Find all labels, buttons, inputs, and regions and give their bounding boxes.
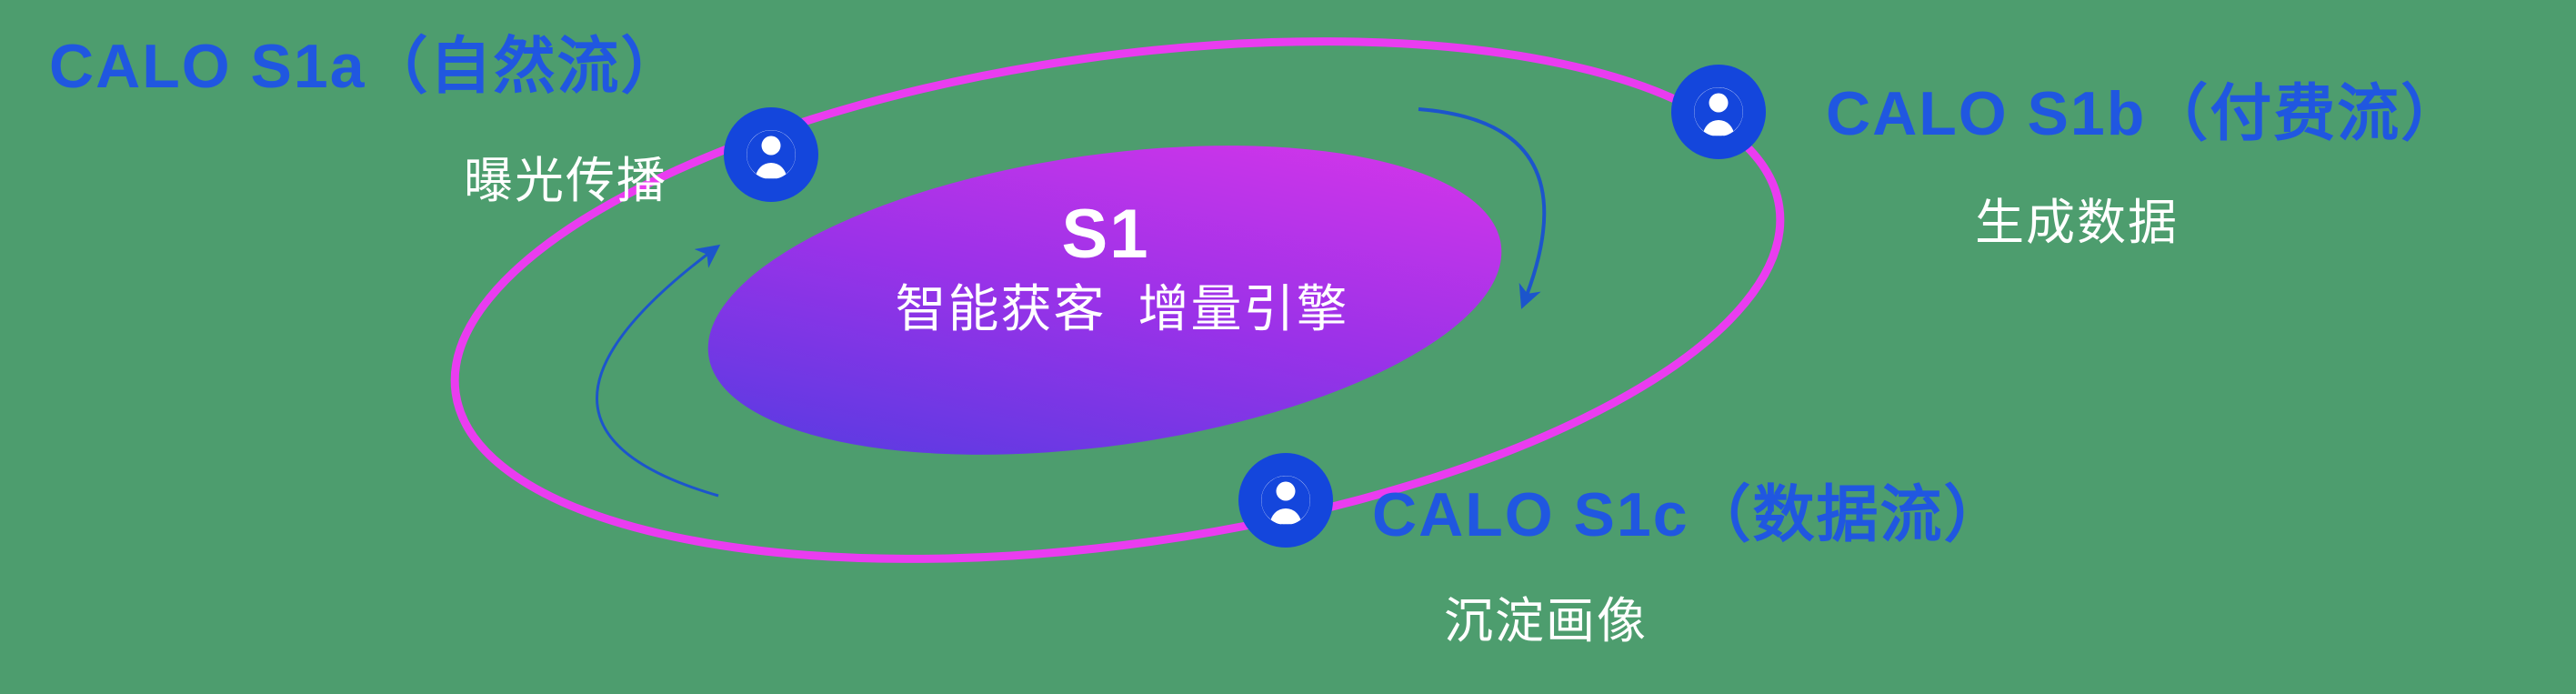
- core-title: S1: [1061, 196, 1150, 273]
- orbit-node-s1c: [1238, 453, 1333, 548]
- flow-arrow-left: [596, 244, 721, 498]
- node-subtitle-s1a: 曝光传播: [464, 154, 667, 208]
- orbit-node-s1a: [724, 107, 818, 202]
- person-icon: [747, 130, 796, 179]
- node-subtitle-s1c: 沉淀画像: [1444, 594, 1648, 649]
- orbit-node-s1b: [1671, 65, 1766, 159]
- node-title-s1c: CALO S1c（数据流）: [1372, 480, 2008, 549]
- core-ellipse: [707, 146, 1502, 455]
- node-title-s1a: CALO S1a（自然流）: [49, 32, 685, 101]
- node-title-s1b: CALO S1b（付费流）: [1826, 79, 2465, 148]
- core-subtitle: 智能获客 增量引擎: [895, 280, 1349, 337]
- orbit-ring: [450, 37, 1785, 563]
- person-icon: [1261, 476, 1310, 525]
- flow-arrow-right: [1418, 107, 1547, 309]
- person-icon: [1694, 87, 1743, 136]
- node-subtitle-s1b: 生成数据: [1975, 196, 2179, 250]
